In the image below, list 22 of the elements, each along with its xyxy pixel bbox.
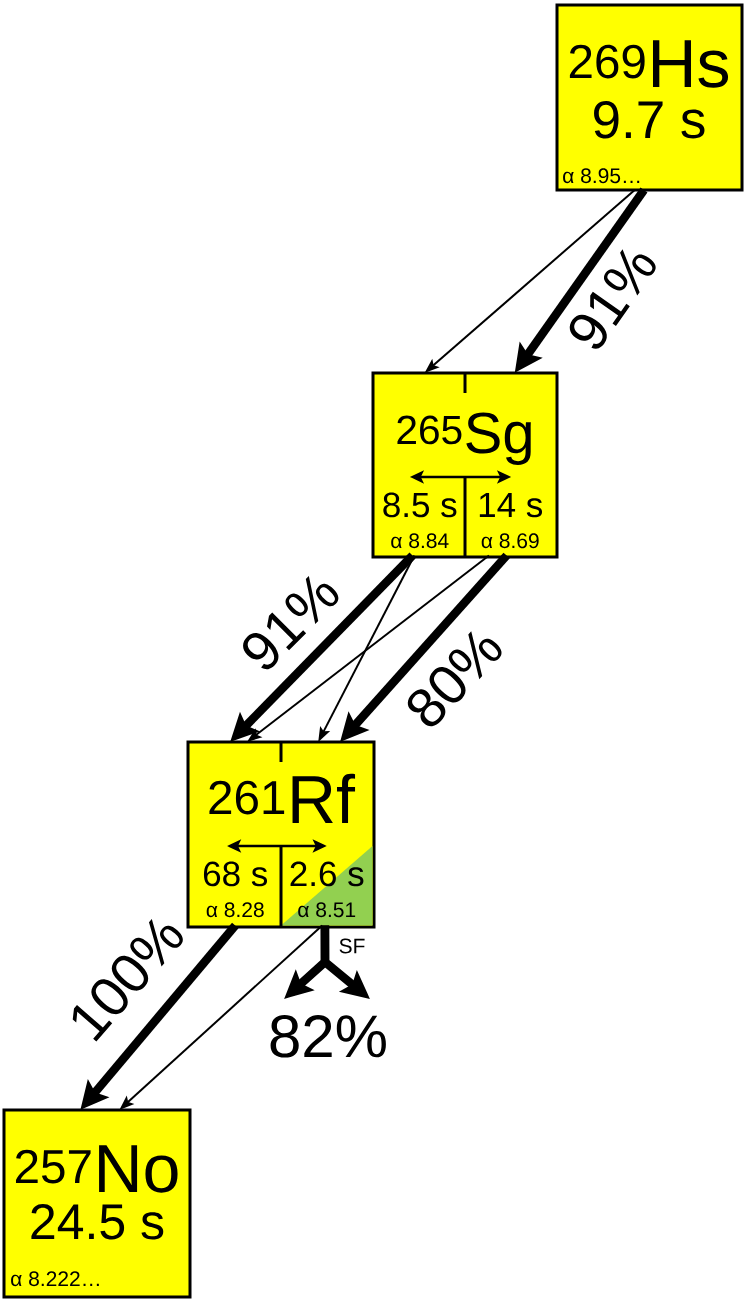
- nuclide-symbol: $^{257}$No: [16, 1145, 178, 1193]
- edge-label: 91%: [234, 566, 346, 678]
- nuclide-symbol: $^{265}$Sg: [397, 412, 531, 465]
- decay-energy: α 8.51: [298, 902, 356, 918]
- half-life: 68 s: [203, 861, 267, 887]
- decay-energy: α 8.95…: [563, 168, 640, 184]
- decay-energy: α 8.69: [481, 533, 539, 549]
- nuclide-box: [371, 371, 559, 559]
- half-life: 2.6 s: [290, 861, 364, 887]
- half-life: 8.5 s: [383, 492, 457, 518]
- half-life: 9.7 s: [594, 101, 705, 139]
- nuclide-box: [2, 1108, 192, 1299]
- half-life: 14 s: [479, 492, 543, 518]
- half-life: 24.5 s: [31, 1204, 164, 1240]
- edge-label: SF: [337, 937, 367, 955]
- nuclide-symbol: $^{261}$Rf: [209, 773, 356, 823]
- nuclide-box: [555, 3, 744, 192]
- decay-energy: α 8.84: [391, 533, 449, 549]
- decay-energy: α 8.222…: [11, 1271, 99, 1287]
- nuclide-symbol: $^{269}$Hs: [569, 40, 729, 88]
- decay-energy: α 8.28: [206, 902, 264, 918]
- percentage-label: 82%: [270, 1015, 386, 1058]
